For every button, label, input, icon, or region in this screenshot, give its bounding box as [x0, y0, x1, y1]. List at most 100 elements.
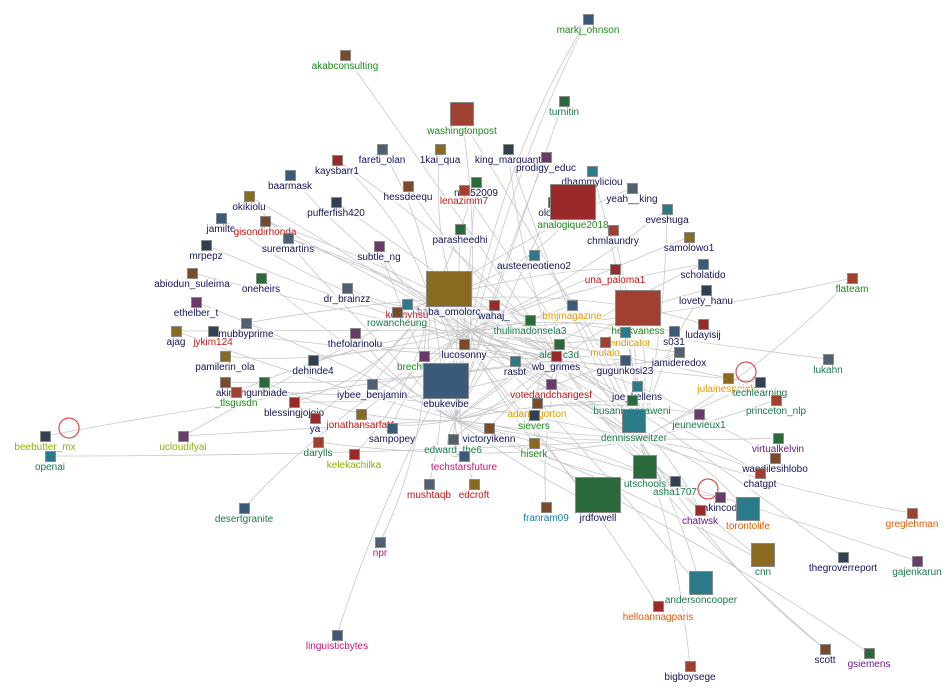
avatar-icon: [755, 377, 766, 388]
node-label: mubbyprime: [218, 329, 274, 340]
node-label: techlearning: [732, 388, 788, 399]
edge: [317, 439, 641, 454]
edge: [454, 419, 870, 654]
avatar-icon: [622, 409, 646, 433]
node-label: franram09: [523, 513, 569, 524]
node-label: chatgpt: [743, 479, 777, 490]
avatar-icon: [674, 347, 685, 358]
node-label: hiserk: [520, 449, 548, 460]
avatar-icon: [529, 410, 540, 421]
avatar-icon: [191, 297, 202, 308]
node-label: una_paloma1: [584, 275, 646, 286]
node-label: dehinde4: [292, 366, 334, 377]
avatar-icon: [701, 285, 712, 296]
node-label: kaysbarr1: [315, 166, 359, 177]
node-label: washingtonpost: [427, 126, 497, 137]
node-label: utschools: [623, 479, 667, 490]
node-label: wb_grimes: [531, 362, 581, 373]
node-label: suremartins: [261, 244, 315, 255]
avatar-icon: [259, 377, 270, 388]
node-label: jonathansarfat1: [326, 420, 396, 431]
node-label: mulalo: [590, 348, 620, 359]
avatar-icon: [374, 241, 385, 252]
avatar-icon: [332, 155, 343, 166]
avatar-icon: [669, 326, 680, 337]
avatar-icon: [448, 434, 459, 445]
avatar-icon: [187, 268, 198, 279]
node-label: markj_ohnson: [556, 25, 620, 36]
node-label: techstarsfuture: [430, 462, 498, 473]
edge: [469, 18, 589, 331]
avatar-icon: [484, 423, 495, 434]
avatar-icon: [387, 423, 398, 434]
node-label: scholatido: [680, 270, 726, 281]
avatar-icon: [550, 184, 596, 220]
avatar-icon: [239, 503, 250, 514]
node-label: ntie52009: [454, 188, 498, 199]
avatar-icon: [459, 451, 470, 462]
avatar-icon: [771, 395, 782, 406]
avatar-icon: [838, 552, 849, 563]
node-label: fareti_olan: [358, 155, 406, 166]
avatar-icon: [559, 96, 570, 107]
edge: [406, 303, 641, 441]
avatar-icon: [419, 351, 430, 362]
avatar-icon: [662, 204, 673, 215]
avatar-icon: [551, 351, 562, 362]
node-label: subtle_ng: [357, 252, 401, 263]
node-label: jamideredox: [651, 358, 707, 369]
avatar-icon: [695, 505, 706, 516]
avatar-icon: [600, 337, 611, 348]
node-label: darylls: [303, 448, 333, 459]
avatar-icon: [285, 170, 296, 181]
edge: [454, 263, 704, 421]
node-label: jamilte: [206, 224, 236, 235]
node-label: sievers: [518, 421, 550, 432]
avatar-icon: [715, 492, 726, 503]
node-label: lenazimm7: [439, 196, 489, 207]
avatar-icon: [489, 300, 500, 311]
edge: [454, 419, 646, 474]
node-label: dr_brainzz: [323, 294, 371, 305]
avatar-icon: [610, 264, 621, 275]
node-label: mushtaqb: [407, 490, 451, 501]
edge: [639, 439, 913, 514]
node-label: akabconsulting: [311, 61, 379, 72]
edge: [243, 329, 471, 509]
node-label: ajag: [166, 337, 186, 348]
node-label: ucloudifyai: [159, 442, 207, 453]
avatar-icon: [608, 225, 619, 236]
avatar-icon: [723, 373, 734, 384]
edge: [559, 359, 844, 558]
edge: [312, 347, 561, 361]
avatar-icon: [208, 326, 219, 337]
avatar-icon: [620, 355, 631, 366]
node-label: virtualkelvin: [751, 444, 805, 455]
node-label: oneheirs: [241, 284, 281, 295]
node-label: baba_omoloro: [417, 307, 481, 318]
avatar-icon: [694, 409, 705, 420]
node-label: 1kai_qua: [419, 155, 461, 166]
avatar-icon: [736, 497, 760, 521]
node-label: flateam: [835, 284, 869, 295]
node-label: theindicator: [599, 338, 651, 349]
avatar-icon: [332, 630, 343, 641]
avatar-icon: [403, 181, 414, 192]
node-label: ya: [309, 424, 321, 435]
self-loop: [58, 417, 80, 439]
edge: [264, 220, 561, 361]
avatar-icon: [40, 431, 51, 442]
avatar-icon: [615, 290, 661, 326]
node-label: desertgranite: [214, 514, 274, 525]
node-label: lukahn: [813, 365, 843, 376]
avatar-icon: [455, 224, 466, 235]
node-label: ebukevibe: [423, 399, 469, 410]
avatar-icon: [755, 468, 766, 479]
node-label: iybee_benjamin: [336, 390, 408, 401]
node-label: yeah__king: [606, 194, 658, 205]
node-label: rowancheung: [366, 318, 428, 329]
edge: [391, 329, 471, 429]
avatar-icon: [575, 477, 621, 513]
avatar-icon: [864, 648, 875, 659]
node-label: dennissweitzer: [600, 433, 668, 444]
